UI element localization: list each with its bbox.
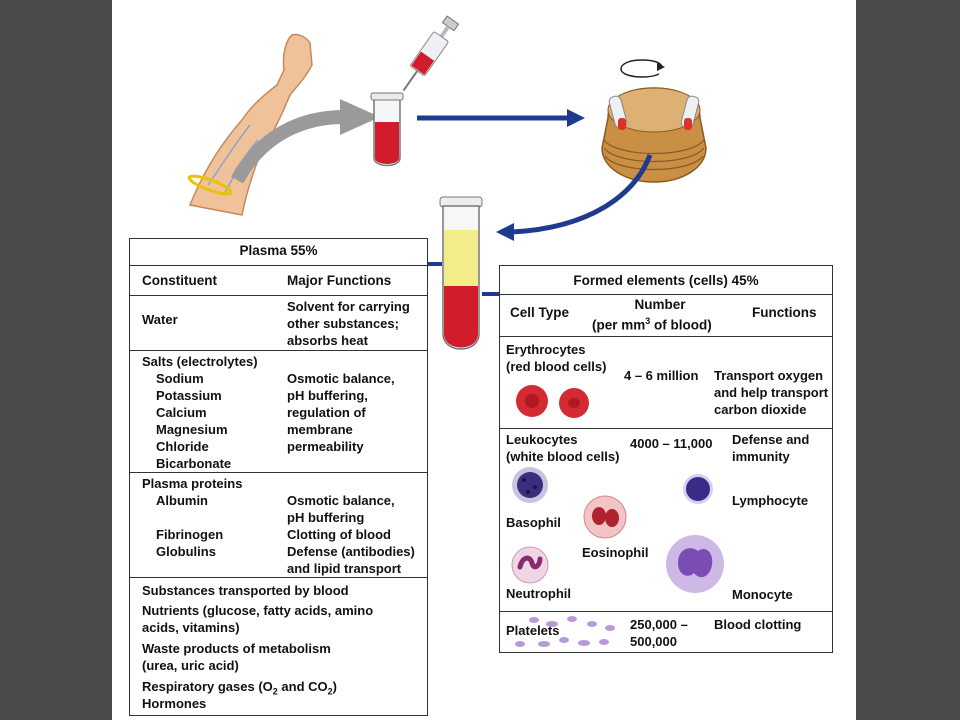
platelets-number: 500,000 (630, 634, 677, 649)
respiratory-gases: Respiratory gases (O2 and CO2) (142, 678, 337, 701)
major-functions-header: Major Functions (287, 273, 392, 288)
constituent-header: Constituent (142, 273, 217, 288)
globulins-function-line: Defense (antibodies) (287, 544, 415, 559)
water-row: Water Solvent for carrying other substan… (130, 295, 427, 350)
basophil-label: Basophil (506, 515, 561, 530)
platelets-icon (515, 616, 615, 647)
centrifuge-icon (601, 87, 707, 183)
platelets-label: Platelets (506, 623, 560, 638)
cell-type-header: Cell Type (510, 305, 570, 320)
nutrients-line: acids, vitamins) (142, 620, 240, 635)
hormones-label: Hormones (142, 696, 207, 711)
salt-item: Bicarbonate (156, 456, 232, 471)
proteins-label: Plasma proteins (142, 476, 243, 491)
blood-tube-icon (370, 92, 404, 167)
plasma-table: Plasma 55% Constituent Major Functions W… (129, 238, 428, 716)
salt-item: Chloride (156, 439, 209, 454)
rotation-arrow-icon (620, 59, 665, 78)
salts-function-line: regulation of (287, 405, 366, 420)
albumin-label: Albumin (156, 493, 208, 508)
leukocytes-row: Leukocytes (white blood cells) 4000 – 11… (500, 428, 832, 611)
leukocytes-number: 4000 – 11,000 (630, 436, 713, 451)
arm-icon (187, 33, 313, 216)
to-separated-tube-arrow-icon (496, 154, 653, 241)
plasma-title: Plasma 55% (239, 243, 318, 258)
erythrocytes-function-line: and help transport (714, 385, 829, 400)
monocyte-icon (666, 535, 724, 593)
leukocytes-label: Leukocytes (506, 432, 578, 447)
salts-row: Salts (electrolytes) Sodium Potassium Ca… (130, 350, 427, 472)
gases-subscript: 2 (327, 686, 333, 697)
platelets-function: Blood clotting (714, 617, 802, 632)
erythrocytes-function-line: Transport oxygen (714, 368, 824, 383)
water-function-line: Solvent for carrying (287, 299, 410, 314)
erythrocytes-label: (red blood cells) (506, 359, 607, 374)
globulins-label: Globulins (156, 544, 216, 559)
salts-label: Salts (electrolytes) (142, 354, 258, 369)
gases-mid: and CO (277, 679, 328, 694)
proteins-row: Plasma proteins Albumin Osmotic balance,… (130, 472, 427, 577)
water-function-line: absorbs heat (287, 333, 368, 348)
draw-blood-arrow-icon (230, 99, 380, 184)
gases-subscript: 2 (272, 686, 278, 697)
salts-function-line: permeability (287, 439, 364, 454)
salts-function-line: Osmotic balance, (287, 371, 395, 386)
leukocytes-function-line: immunity (732, 449, 790, 464)
fibrinogen-function: Clotting of blood (287, 527, 391, 542)
neutrophil-label: Neutrophil (506, 586, 571, 601)
number-unit-prefix: (per mm (592, 317, 646, 333)
syringe-icon (402, 15, 460, 92)
basophil-icon (512, 467, 548, 503)
salt-item: Sodium (156, 371, 204, 386)
nutrients-line: Nutrients (glucose, fatty acids, amino (142, 603, 374, 618)
salt-item: Calcium (156, 405, 207, 420)
lymphocyte-label: Lymphocyte (732, 493, 809, 508)
neutrophil-icon (511, 546, 549, 584)
waste-line: Waste products of metabolism (142, 641, 331, 656)
salt-item: Magnesium (156, 422, 228, 437)
erythrocytes-number: 4 – 6 million (624, 368, 699, 383)
eosinophil-label: Eosinophil (582, 545, 649, 560)
albumin-function-line: pH buffering (287, 510, 365, 525)
erythrocytes-function-line: carbon dioxide (714, 402, 807, 417)
monocyte-label: Monocyte (732, 587, 793, 602)
albumin-function-line: Osmotic balance, (287, 493, 395, 508)
to-centrifuge-arrow-icon (417, 109, 585, 127)
platelets-number: 250,000 – (630, 617, 688, 632)
water-function-line: other substances; (287, 316, 399, 331)
fibrinogen-label: Fibrinogen (156, 527, 224, 542)
eosinophil-icon (583, 495, 627, 539)
leukocytes-function-line: Defense and (732, 432, 810, 447)
gases-prefix: Respiratory gases (O (142, 679, 273, 694)
water-label: Water (142, 312, 178, 327)
blood-composition-figure: Plasma 55% Constituent Major Functions W… (112, 0, 856, 720)
waste-line: (urea, uric acid) (142, 658, 239, 673)
platelets-row: Platelets 250,000 – 500,000 Blood clotti… (500, 611, 832, 652)
formed-elements-table: Formed elements (cells) 45% Cell Type Nu… (499, 265, 833, 653)
leukocytes-label: (white blood cells) (506, 449, 620, 464)
transported-row: Substances transported by blood Nutrient… (130, 577, 427, 715)
transported-title: Substances transported by blood (142, 583, 349, 598)
plasma-header-row: Constituent Major Functions (130, 265, 427, 295)
functions-header: Functions (752, 305, 817, 320)
globulins-function-line: and lipid transport (287, 561, 402, 576)
separated-tube-icon (439, 196, 483, 350)
salts-function-line: pH buffering, (287, 388, 368, 403)
formed-header-row: Cell Type Number (per mm3 of blood) Func… (500, 294, 832, 336)
red-blood-cells-icon (516, 385, 589, 418)
number-header: Number (634, 297, 686, 312)
erythrocytes-row: Erythrocytes (red blood cells) 4 – 6 mil… (500, 336, 832, 428)
lymphocyte-icon (683, 474, 713, 504)
salt-item: Potassium (156, 388, 222, 403)
formed-elements-title: Formed elements (cells) 45% (573, 273, 759, 288)
gases-suffix: ) (332, 679, 337, 694)
number-unit-superscript: 3 (645, 316, 651, 326)
number-unit-header: (per mm3 of blood) (592, 313, 712, 334)
erythrocytes-label: Erythrocytes (506, 342, 586, 357)
salts-function-line: membrane (287, 422, 353, 437)
number-unit-suffix: of blood) (650, 317, 712, 333)
